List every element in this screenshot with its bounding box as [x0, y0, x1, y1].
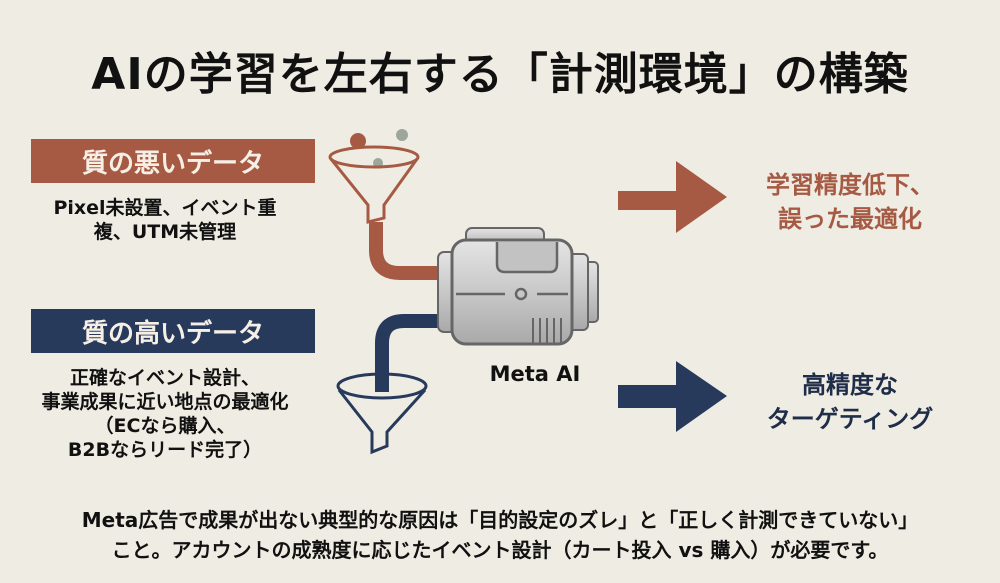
good-result-line: 高精度な: [802, 371, 898, 399]
meta-ai-label: Meta AI: [489, 362, 581, 386]
good-funnel-icon: [336, 372, 428, 455]
good-data-description: 正確なイベント設計、 事業成果に近い地点の最適化 （ECなら購入、 B2Bならリ…: [0, 366, 330, 462]
footer-note: Meta広告で成果が出ない典型的な原因は「目的設定のズレ」と「正しく計測できてい…: [0, 505, 1000, 565]
footer-line: こと。アカウントの成熟度に応じたイベント設計（カート投入 vs 購入）が必要です…: [111, 538, 889, 562]
bad-data-label: 質の悪いデータ: [31, 139, 315, 183]
bad-funnel-icon: [328, 129, 420, 224]
bad-result: 学習精度低下、 誤った最適化: [710, 168, 990, 236]
good-arrow-icon: [618, 361, 727, 432]
machine-engine-icon: [437, 227, 599, 346]
page-title: AIの学習を左右する「計測環境」の構築: [91, 49, 909, 100]
footer-line: Meta広告で成果が出ない典型的な原因は「目的設定のズレ」と「正しく計測できてい…: [81, 508, 919, 532]
bad-desc-line: Pixel未設置、イベント重: [53, 197, 277, 219]
bad-desc-line: 複、UTM未管理: [93, 221, 237, 243]
good-desc-line: 事業成果に近い地点の最適化: [41, 391, 289, 413]
good-desc-line: 正確なイベント設計、: [69, 367, 260, 389]
good-desc-line: （ECなら購入、: [94, 415, 236, 437]
good-result: 高精度な ターゲティング: [710, 368, 990, 436]
good-desc-line: B2Bならリード完了）: [67, 439, 263, 461]
bad-pipe: [369, 222, 440, 280]
bad-arrow-icon: [618, 161, 727, 233]
bad-data-description: Pixel未設置、イベント重 複、UTM未管理: [0, 196, 330, 244]
good-result-line: ターゲティング: [766, 405, 934, 433]
bad-result-line: 誤った最適化: [778, 205, 922, 233]
good-data-label: 質の高いデータ: [31, 309, 315, 353]
bad-result-line: 学習精度低下、: [766, 171, 934, 199]
good-pipe: [375, 314, 440, 392]
